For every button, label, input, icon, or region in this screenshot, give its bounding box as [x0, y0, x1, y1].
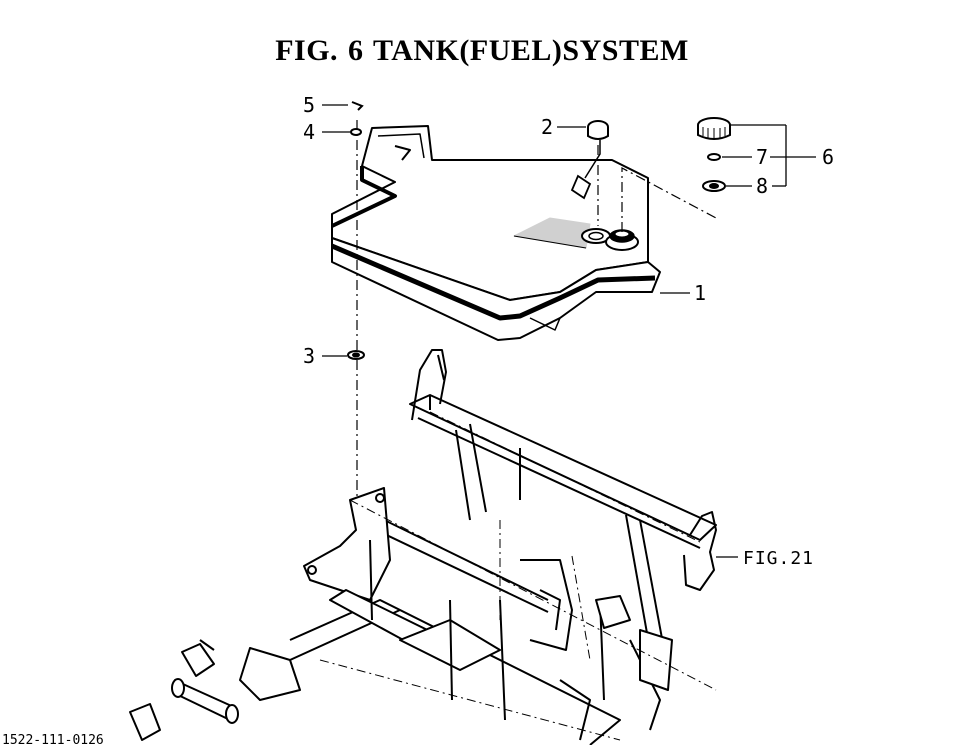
callout-3: 3	[303, 344, 315, 368]
fuel-cap-assembly	[697, 117, 731, 192]
center-lines	[356, 120, 717, 500]
callout-4: 4	[303, 120, 315, 144]
frame-assembly	[129, 349, 717, 745]
callout-8: 8	[756, 174, 768, 198]
drawing-number: 1522-111-0126	[2, 733, 104, 745]
callout-6: 6	[822, 145, 834, 169]
leader-lines	[322, 104, 816, 558]
frame-center-lines	[319, 411, 717, 741]
callout-2: 2	[541, 115, 553, 139]
fuel-tank	[331, 125, 661, 341]
fuel-sender-unit	[570, 120, 609, 200]
callout-5: 5	[303, 93, 315, 117]
fig-reference-label: FIG.21	[743, 548, 814, 569]
mounting-hardware	[347, 101, 365, 360]
callout-1: 1	[694, 281, 706, 305]
callout-7: 7	[756, 145, 768, 169]
figure-title: FIG. 6 TANK(FUEL)SYSTEM	[275, 34, 689, 67]
